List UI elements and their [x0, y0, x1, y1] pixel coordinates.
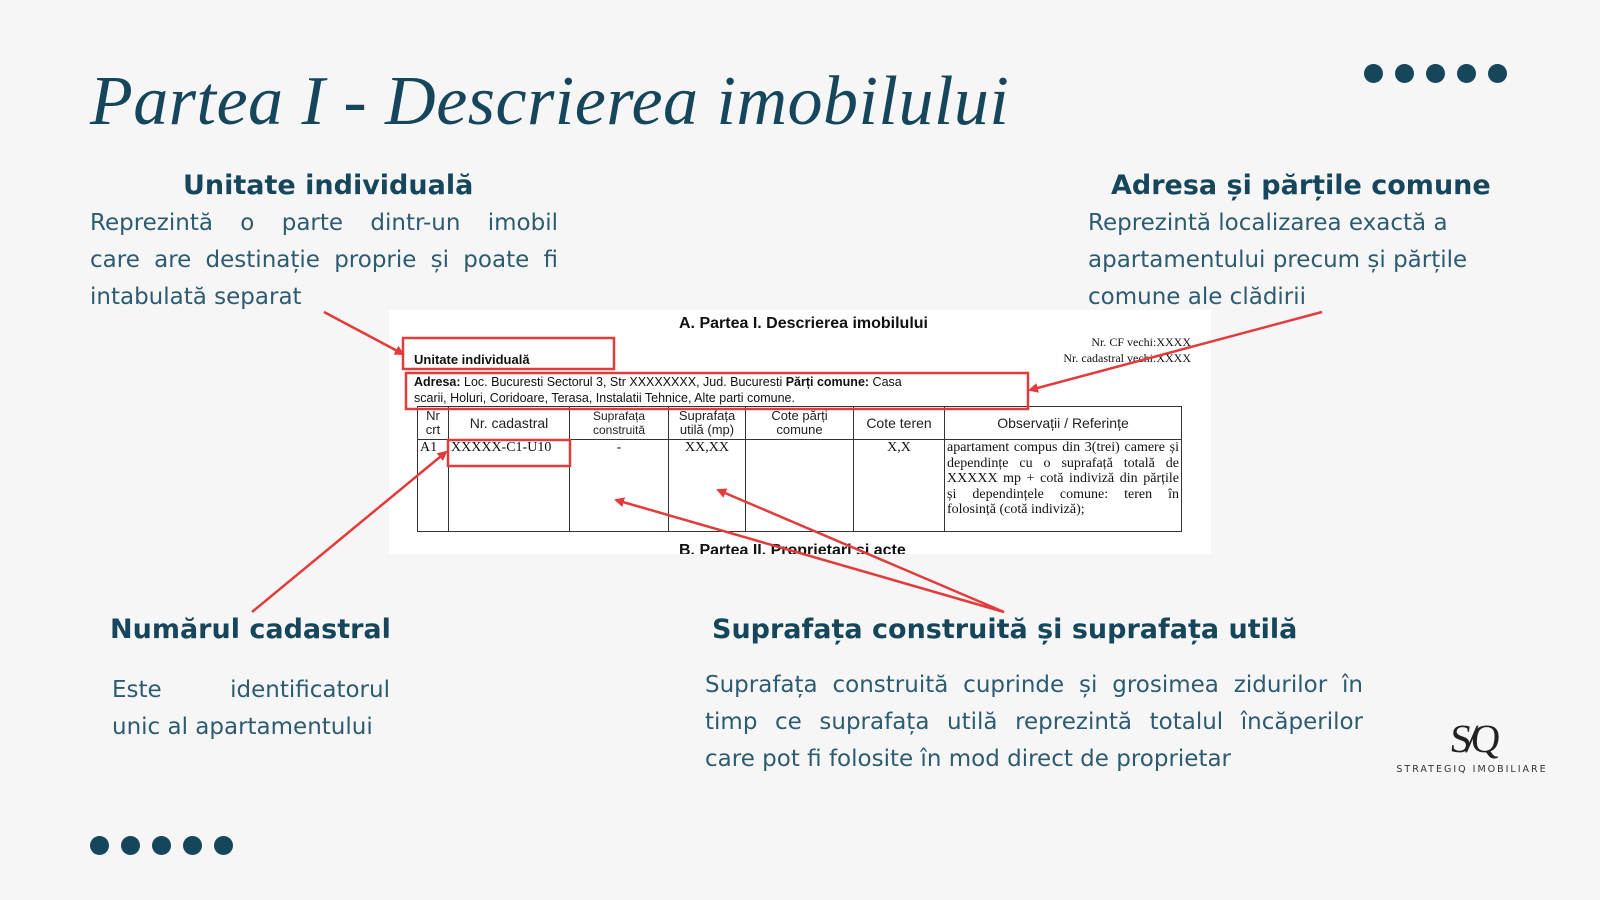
cell-built-surface: -	[569, 439, 669, 532]
unit-heading: Unitate individuală	[183, 170, 474, 201]
address-text-line2: scarii, Holuri, Coridoare, Terasa, Insta…	[414, 391, 795, 405]
dot-icon	[1457, 64, 1476, 83]
cadastral-old-number: Nr. cadastral vechi:XXXX	[1063, 351, 1191, 365]
dot-icon	[1395, 64, 1414, 83]
company-logo: S/Q STRATEGIQ IMOBILIARE	[1382, 715, 1562, 775]
document-excerpt: A. Partea I. Descrierea imobilului Nr. C…	[389, 310, 1211, 554]
unit-description-line: intabulată separat	[90, 284, 302, 310]
column-header: Suprafața utilă (mp)	[668, 406, 746, 440]
cell-useful-surface: XX,XX	[668, 439, 746, 532]
document-table: Nr crt Nr. cadastral Suprafața construit…	[417, 406, 1182, 532]
column-header: Suprafața construită	[569, 406, 669, 440]
address-description-line: apartamentului precum și părțile	[1088, 247, 1468, 273]
cadastral-description: Este identificatorul unic al apartamentu…	[112, 672, 390, 746]
column-header: Nr crt	[417, 406, 449, 440]
logo-mark: S/Q	[1447, 716, 1497, 761]
address-label: Adresa:	[414, 375, 461, 389]
dot-icon	[1364, 64, 1383, 83]
dot-icon	[1426, 64, 1445, 83]
column-header: Cote teren	[853, 406, 945, 440]
dot-icon	[1488, 64, 1507, 83]
unit-description: Reprezintă o parte dintr-un imobil care …	[90, 205, 558, 316]
cell-land-share: X,X	[853, 439, 945, 532]
cell-cadastral: XXXXX-C1-U10	[448, 439, 570, 532]
address-text-end: Casa	[869, 375, 902, 389]
cell-nr: A1	[417, 439, 449, 532]
address-description: Reprezintă localizarea exactă a apartame…	[1088, 205, 1518, 316]
dot-icon	[183, 836, 202, 855]
document-address: Adresa: Loc. Bucuresti Sectorul 3, Str X…	[414, 374, 1014, 406]
address-heading: Adresa și părțile comune	[1111, 170, 1491, 201]
unit-description-line: Reprezintă o parte dintr-un imobil	[90, 210, 558, 236]
address-description-line: comune ale clădirii	[1088, 284, 1307, 310]
document-next-section: B. Partea II. Proprietari și acte	[679, 542, 906, 554]
decorative-dots-bottom	[90, 836, 233, 855]
surface-description-line: timp ce suprafața utilă reprezintă total…	[705, 709, 1363, 735]
cell-common-share	[745, 439, 854, 532]
unit-description-line: care are destinație proprie și poate fi	[90, 247, 558, 273]
surface-description-line: Suprafața construită cuprinde și grosime…	[705, 672, 1363, 698]
surface-description: Suprafața construită cuprinde și grosime…	[705, 667, 1363, 778]
surface-heading: Suprafața construită și suprafața utilă	[712, 614, 1298, 645]
logo-text: STRATEGIQ IMOBILIARE	[1396, 764, 1548, 775]
document-title: A. Partea I. Descrierea imobilului	[679, 315, 928, 332]
decorative-dots-top	[1364, 64, 1507, 83]
common-parts-label: Părți comune:	[785, 375, 870, 389]
dot-icon	[214, 836, 233, 855]
address-description-line: Reprezintă localizarea exactă a	[1088, 210, 1448, 236]
dot-icon	[121, 836, 140, 855]
cadastral-description-line: unic al apartamentului	[112, 714, 373, 740]
column-header: Nr. cadastral	[448, 406, 570, 440]
document-unit-label: Unitate individuală	[414, 352, 530, 367]
column-header: Cote părți comune	[745, 406, 854, 440]
column-header: Observații / Referințe	[944, 406, 1182, 440]
surface-description-line: care pot fi folosite în mod direct de pr…	[705, 746, 1232, 772]
cadastral-description-line: Este identificatorul	[112, 677, 390, 703]
page-title: Partea I - Descrierea imobilului	[90, 63, 1010, 140]
cf-old-number: Nr. CF vechi:XXXX	[1091, 335, 1191, 349]
address-text: Loc. Bucuresti Sectorul 3, Str XXXXXXXX,…	[460, 375, 786, 389]
table-row: A1 XXXXX-C1-U10 - XX,XX X,X apartament c…	[417, 439, 1182, 532]
cell-observations: apartament compus din 3(trei) camere și …	[944, 439, 1182, 532]
dot-icon	[152, 836, 171, 855]
cadastral-heading: Numărul cadastral	[110, 614, 391, 645]
dot-icon	[90, 836, 109, 855]
document-meta: Nr. CF vechi:XXXX Nr. cadastral vechi:XX…	[1063, 334, 1191, 366]
